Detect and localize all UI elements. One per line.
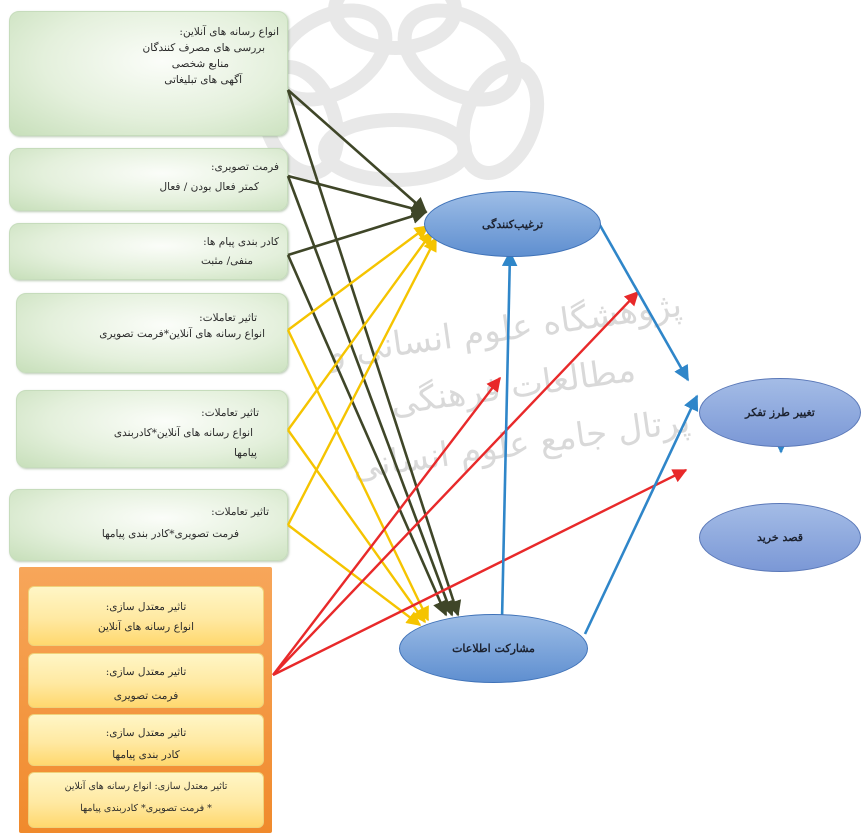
arrow-media-to-persuasion <box>287 89 428 214</box>
information-sharing-label: مشارکت اطلاعات <box>452 642 535 655</box>
interaction-box-2: تاثیر تعاملات: انواع رسانه های آنلاین*کا… <box>16 390 288 468</box>
persuasiveness-label: ترغیب‌کنندگی <box>481 217 544 231</box>
arrow-int3-to-sharing <box>287 524 422 626</box>
moderation-2-line: فرمت تصویری <box>113 690 179 702</box>
moderation-box-3: تاثیر معتدل سازی: کادر بندی پیامها <box>28 714 264 766</box>
arrow-moderation-to-path-1 <box>272 376 501 676</box>
online-media-title: انواع رسانه های آنلاین: <box>179 26 279 38</box>
moderation-2-title: تاثیر معتدل سازی: <box>105 666 187 678</box>
arrow-framing-to-persuasion <box>287 208 428 257</box>
interaction-2-title: تاثیر تعاملات: <box>201 407 259 419</box>
interaction-box-1: تاثیر تعاملات: انواع رسانه های آنلاین*فر… <box>16 293 288 373</box>
attitude-change-label: تغییر طرز تفکر <box>745 406 815 419</box>
online-media-line-2: منابع شخصی <box>171 58 229 70</box>
arrow-moderation-to-path-2 <box>272 290 639 676</box>
arrow-int1-to-persuasion <box>287 225 430 331</box>
moderation-box-1: تاثیر معتدل سازی: انواع رسانه های آنلاین <box>28 586 264 646</box>
arrow-format-to-persuasion <box>287 174 428 217</box>
interaction-1-line: انواع رسانه های آنلاین*فرمت تصویری <box>99 328 265 340</box>
purchase-intent-node: قصد خرید <box>699 503 861 572</box>
message-framing-title: کادر بندی پیام ها: <box>203 236 279 248</box>
interaction-2-line-2: پیامها <box>234 447 257 459</box>
interaction-2-line-1: انواع رسانه های آنلاین*کادربندی <box>113 427 253 439</box>
interaction-3-line: فرمت تصویری*کادر بندی پیامها <box>101 528 239 540</box>
arrow-sharing-to-attitude <box>583 394 699 635</box>
arrow-sharing-to-persuasion <box>500 250 518 621</box>
message-framing-box: کادر بندی پیام ها: منفی/ مثبت <box>9 223 288 280</box>
interaction-3-title: تاثیر تعاملات: <box>211 506 269 518</box>
online-media-line-3: آگهی های تبلیغاتی <box>164 74 242 86</box>
moderation-1-line: انواع رسانه های آنلاین <box>97 621 195 633</box>
moderation-1-title: تاثیر معتدل سازی: <box>105 601 187 613</box>
arrow-framing-to-sharing <box>286 254 448 617</box>
message-framing-line: منفی/ مثبت <box>200 255 253 267</box>
information-sharing-node: مشارکت اطلاعات <box>399 614 588 683</box>
arrow-int2-to-persuasion <box>287 230 433 431</box>
arrow-persuasion-to-attitude <box>595 219 690 382</box>
interaction-1-title: تاثیر تعاملات: <box>199 312 257 324</box>
visual-format-title: فرمت تصویری: <box>210 161 279 173</box>
visual-format-box: فرمت تصویری: کمتر فعال بودن / فعال <box>9 148 288 211</box>
moderation-4-title: تاثیر معتدل سازی: انواع رسانه های آنلاین <box>64 781 228 792</box>
moderation-3-line: کادر بندی پیامها <box>112 749 180 761</box>
arrow-int2-to-sharing <box>287 429 426 624</box>
moderation-box-2: تاثیر معتدل سازی: فرمت تصویری <box>28 653 264 708</box>
online-media-box: انواع رسانه های آنلاین: بررسی های مصرف ک… <box>9 11 288 136</box>
persuasiveness-node: ترغیب‌کنندگی <box>424 191 601 257</box>
visual-format-line: کمتر فعال بودن / فعال <box>159 181 259 193</box>
attitude-change-node: تغییر طرز تفکر <box>699 378 861 447</box>
arrow-moderation-to-path-3 <box>272 468 688 677</box>
online-media-line-1: بررسی های مصرف کنندگان <box>142 42 265 54</box>
arrow-int1-to-sharing <box>286 329 430 622</box>
arrow-int3-to-persuasion <box>286 236 438 526</box>
arrow-media-to-sharing <box>286 89 462 617</box>
purchase-intent-label: قصد خرید <box>756 531 804 544</box>
moderation-3-title: تاثیر معتدل سازی: <box>105 727 187 739</box>
arrow-format-to-sharing <box>286 175 455 617</box>
moderation-4-line: * فرمت تصویری* کادربندی پیامها <box>80 803 212 814</box>
moderation-box-4: تاثیر معتدل سازی: انواع رسانه های آنلاین… <box>28 772 264 828</box>
interaction-box-3: تاثیر تعاملات: فرمت تصویری*کادر بندی پیا… <box>9 489 288 561</box>
